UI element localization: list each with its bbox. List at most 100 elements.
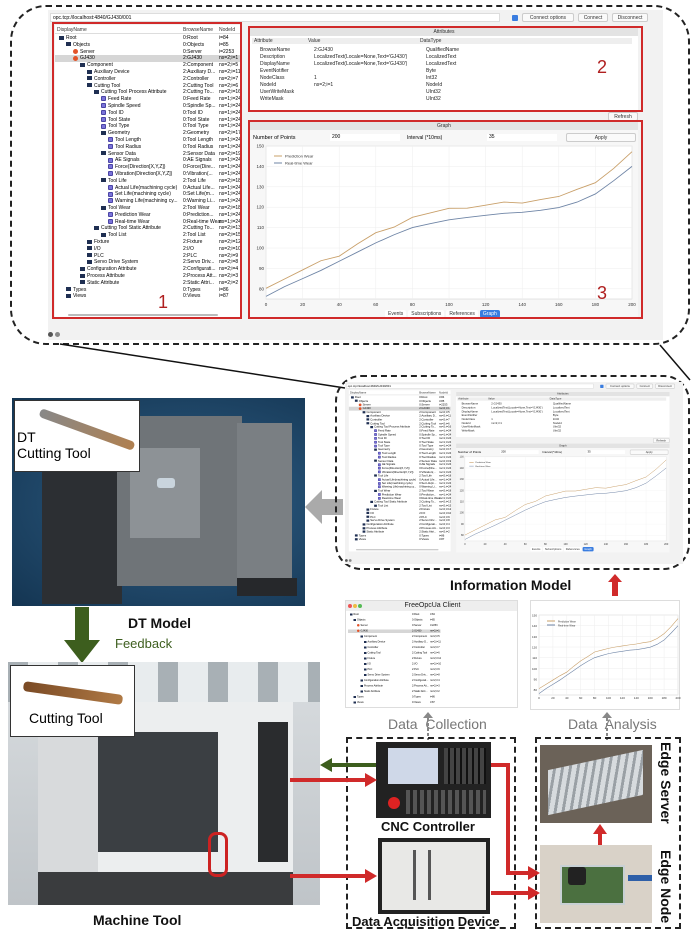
tree-node[interactable]: Vibration(Direction[X,Y,Z])0:Vibration(.… <box>55 171 241 178</box>
tab-subscriptions[interactable]: Subscriptions <box>408 310 445 318</box>
attr-col-datatype[interactable]: DataType <box>549 397 562 401</box>
tab-references[interactable]: References <box>446 310 478 318</box>
points-input[interactable]: 200 <box>330 134 400 141</box>
apply-button[interactable]: Apply <box>566 133 636 142</box>
address-dropdown-icon[interactable] <box>600 384 604 389</box>
tree-node[interactable]: Set Life(machining cycle)0:Set Life(m...… <box>55 191 241 198</box>
apply-button[interactable]: Apply <box>629 449 669 455</box>
tree-node[interactable]: Actual Life(machining cycle)0:Actual Lif… <box>55 185 241 192</box>
connect-button[interactable]: Connect <box>636 383 653 389</box>
tree-scrollbar[interactable] <box>356 549 439 551</box>
window-control-icon[interactable] <box>48 332 53 337</box>
attr-col-value[interactable]: Value <box>488 397 495 401</box>
window-settings-icon[interactable] <box>348 559 352 562</box>
tree-scrollbar[interactable] <box>68 314 218 316</box>
attr-col-value[interactable]: Value <box>308 38 321 44</box>
address-dropdown-icon[interactable] <box>512 15 518 21</box>
attr-col-attribute[interactable]: Attribute <box>458 397 469 401</box>
connect-options-button[interactable]: Connect options <box>605 383 635 389</box>
tree-node[interactable]: Set Life(machining cycle)0:Set Life(m...… <box>349 482 451 486</box>
tree-node[interactable]: Force(Direction[X,Y,Z])0:Force(Dire...ns… <box>55 164 241 171</box>
tab-events[interactable]: Events <box>530 547 543 552</box>
col-browsename[interactable]: BrowseName <box>183 27 214 33</box>
tree-node[interactable]: Vibration(Direction[X,Y,Z])0:Vibration(.… <box>349 471 451 475</box>
interval-input[interactable]: 35 <box>487 134 557 141</box>
disconnect-button[interactable]: Disconnect <box>612 13 648 22</box>
maximize-dot-icon[interactable] <box>358 604 362 608</box>
window-settings-icon[interactable] <box>55 332 60 337</box>
minimize-dot-icon[interactable] <box>353 604 357 608</box>
col-displayname[interactable]: DisplayName <box>349 391 367 395</box>
tab-subscriptions[interactable]: Subscriptions <box>543 547 563 552</box>
points-input[interactable]: 200 <box>500 450 539 455</box>
refresh-button[interactable]: Refresh <box>653 438 670 444</box>
tab-events[interactable]: Events <box>385 310 407 318</box>
attr-col-datatype[interactable]: DataType <box>420 38 442 44</box>
disconnect-button[interactable]: Disconnect <box>655 383 675 389</box>
close-dot-icon[interactable] <box>348 604 352 608</box>
tab-graph[interactable]: Graph <box>582 547 594 552</box>
tab-references[interactable]: References <box>564 547 582 552</box>
attr-col-attribute[interactable]: Attribute <box>254 38 273 44</box>
col-nodeid[interactable]: NodeId <box>219 27 236 33</box>
